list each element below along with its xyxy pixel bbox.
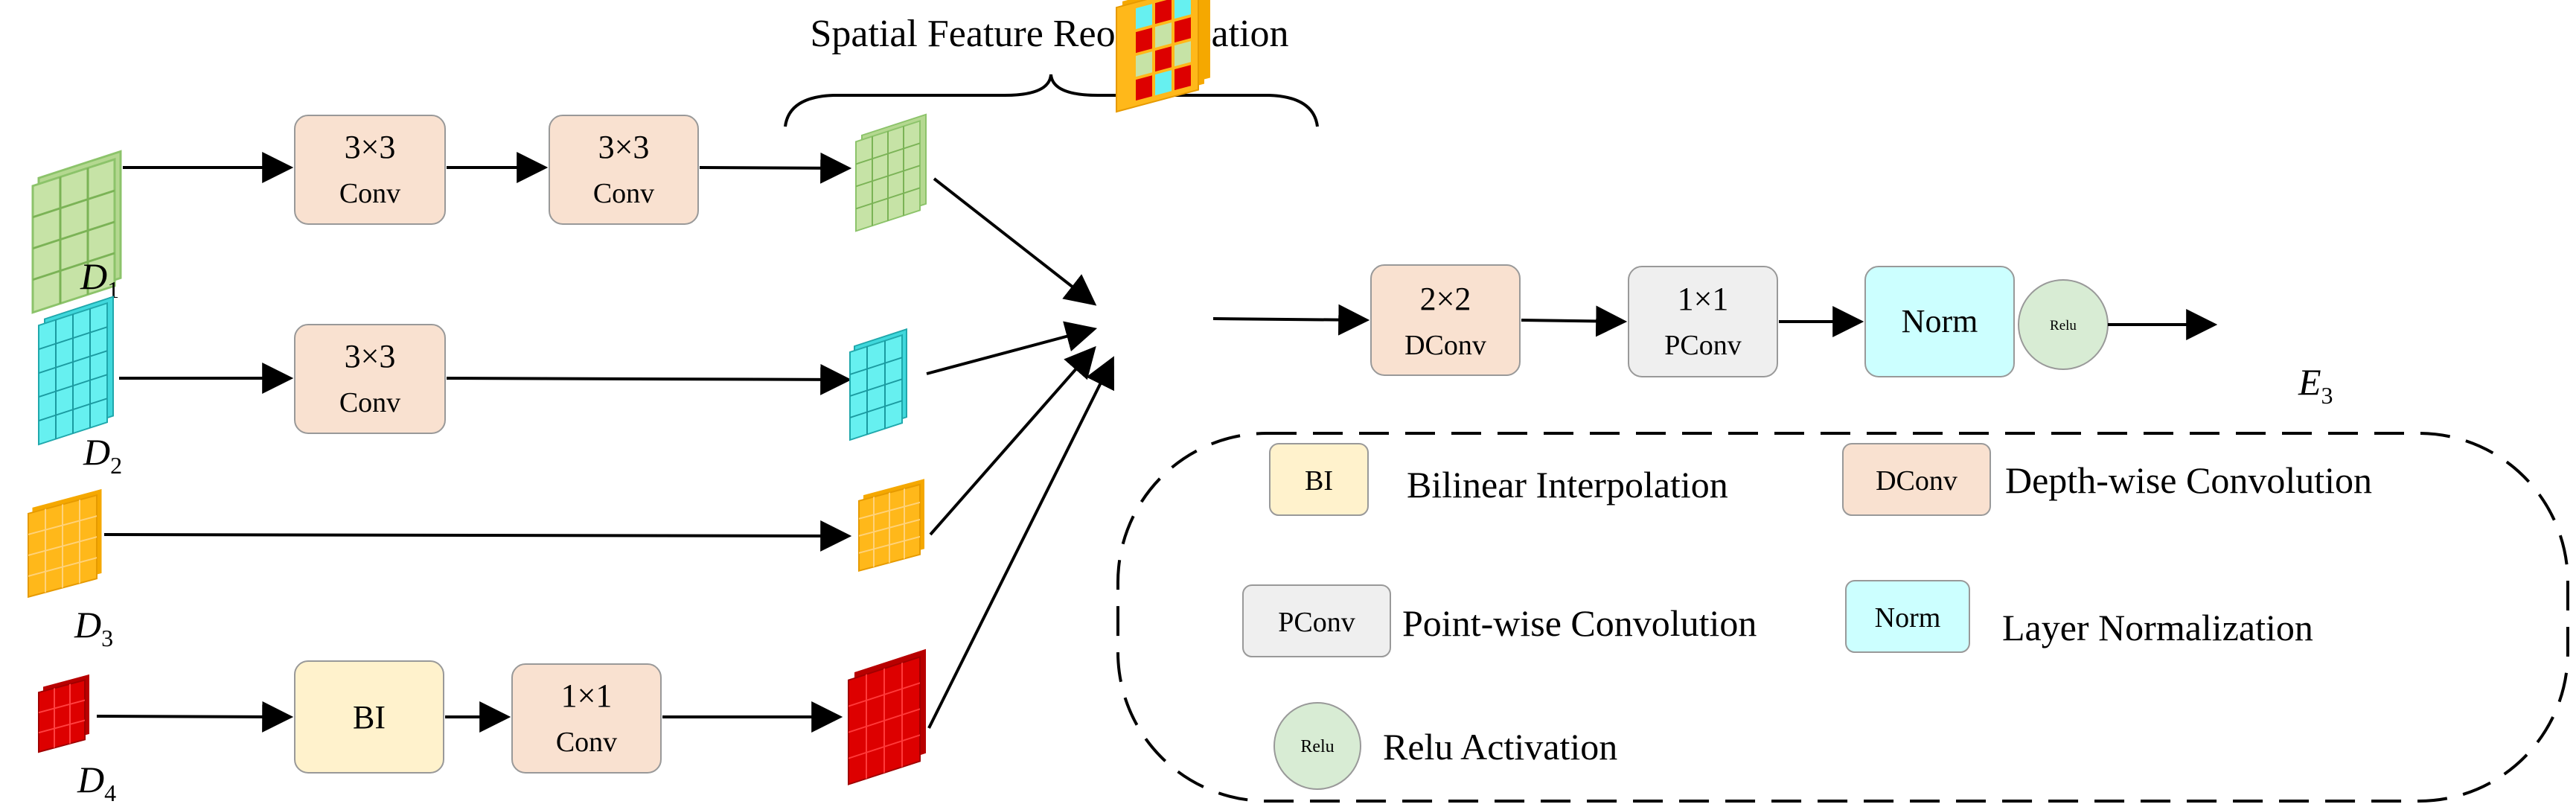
legend-item-norm: Norm Layer Normalization <box>1845 580 2313 653</box>
svg-text:Layer Normalization: Layer Normalization <box>2002 607 2313 648</box>
d2-label: D2 <box>83 431 122 479</box>
d4-bi-block: BI <box>294 660 444 774</box>
legend-item-dconv: DConv Depth-wise Convolution <box>1842 443 2372 516</box>
d4-upsampled-grid <box>848 648 926 785</box>
arrow-merge-to-dconv <box>1212 304 1370 336</box>
d3-label: D3 <box>74 604 113 651</box>
d2-feature-map <box>38 296 114 446</box>
title-bracket <box>784 74 1319 127</box>
svg-text:BI: BI <box>353 699 386 736</box>
arrow-d3-to-merge <box>929 345 1096 536</box>
legend-item-pconv: PConv Point-wise Convolution <box>1242 584 1757 657</box>
d1-conv-a-block: 3×3 Conv <box>294 115 446 225</box>
legend-item-bi: BI Bilinear Interpolation <box>1269 443 1728 516</box>
svg-text:Norm: Norm <box>1902 303 1978 339</box>
d4-feature-map <box>38 674 89 753</box>
norm-block: Norm <box>1864 266 2015 377</box>
arrow-d2-to-merge <box>926 321 1098 375</box>
svg-text:PConv: PConv <box>1664 330 1741 361</box>
arrow-d4-to-bi <box>96 701 294 733</box>
arrow-dconv-to-pconv <box>1521 305 1628 337</box>
svg-text:2×2: 2×2 <box>1420 281 1471 317</box>
svg-text:3×3: 3×3 <box>345 129 396 165</box>
d2-small-grid <box>849 328 907 441</box>
section-title: Spatial Feature Reorganization <box>810 13 1288 55</box>
svg-text:Conv: Conv <box>593 178 654 209</box>
svg-text:Conv: Conv <box>339 178 400 209</box>
arrow-d1-to-merge <box>933 177 1097 306</box>
svg-text:1×1: 1×1 <box>1678 281 1729 317</box>
arrow-d3-to-d3-small <box>103 520 852 552</box>
svg-text:3×3: 3×3 <box>598 129 650 165</box>
svg-text:Conv: Conv <box>556 727 617 758</box>
pconv-block: 1×1 PConv <box>1628 266 1778 377</box>
merged-feature-map <box>1116 0 1210 113</box>
d3-feature-map <box>28 488 102 599</box>
svg-text:Depth-wise Convolution: Depth-wise Convolution <box>2005 459 2372 501</box>
svg-text:Conv: Conv <box>339 387 400 418</box>
svg-text:Relu: Relu <box>2050 318 2077 334</box>
svg-text:Point-wise Convolution: Point-wise Convolution <box>1402 602 1757 644</box>
d1-small-grid <box>855 113 927 232</box>
d1-feature-map <box>31 150 122 314</box>
legend-item-relu: Relu Relu Activation <box>1273 702 1617 790</box>
svg-text:DConv: DConv <box>1876 465 1957 497</box>
svg-text:PConv: PConv <box>1278 607 1355 638</box>
d2-conv-block: 3×3 Conv <box>294 324 446 434</box>
svg-text:Bilinear Interpolation: Bilinear Interpolation <box>1407 464 1728 506</box>
d4-label: D4 <box>77 759 116 806</box>
dconv-block: 2×2 DConv <box>1370 264 1521 376</box>
svg-text:1×1: 1×1 <box>561 677 613 714</box>
arrow-conv-to-d2-small <box>446 363 852 395</box>
svg-text:Relu Activation: Relu Activation <box>1383 726 1617 768</box>
svg-text:Relu: Relu <box>1300 737 1334 756</box>
svg-text:3×3: 3×3 <box>345 338 396 374</box>
arrow-d4-to-merge <box>927 356 1114 729</box>
relu-circle: Relu <box>2018 279 2109 370</box>
d4-conv-block: 1×1 Conv <box>511 663 662 774</box>
svg-text:Norm: Norm <box>1875 602 1941 634</box>
d3-small-grid <box>858 479 924 573</box>
e3-label: E3 <box>2298 361 2333 409</box>
d1-label: D1 <box>80 255 119 303</box>
svg-text:BI: BI <box>1305 465 1333 497</box>
d1-conv-b-block: 3×3 Conv <box>549 115 699 225</box>
svg-text:DConv: DConv <box>1404 330 1486 361</box>
legend-box <box>1116 432 2569 803</box>
